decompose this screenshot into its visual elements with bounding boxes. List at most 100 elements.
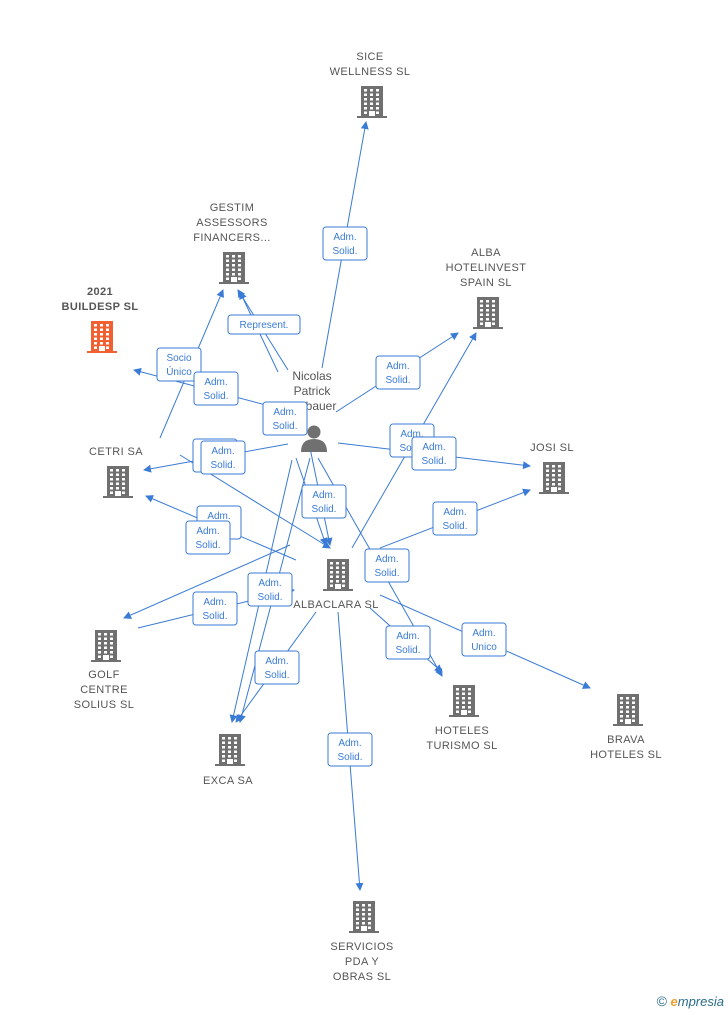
company-label-buildesp[interactable]: BUILDESP SL [62,301,139,313]
edge-label-text: Adm. [273,407,296,418]
edge-label-e18[interactable]: Adm. Solid. [385,625,431,660]
edge-label-text: Adm. [443,507,466,518]
gestim-building-icon[interactable] [219,252,249,284]
edge-label-text: Adm. [338,738,361,749]
cetri-building-icon[interactable] [103,466,133,498]
company-label-servicios[interactable]: SERVICIOS [330,941,393,953]
person-icon[interactable] [301,425,327,453]
edge-label-text: Solid. [257,592,282,603]
edge-label-text: Adm. [396,631,419,642]
servicios-building-icon[interactable] [349,901,379,933]
copyright-symbol: © [656,993,667,1009]
company-label-brava[interactable]: HOTELES SL [590,749,662,761]
company-label-cetri[interactable]: CETRI SA [89,446,143,458]
edge-label-text: Adm. [207,511,230,522]
edge-label-e4[interactable]: Adm. Solid. [193,371,239,406]
company-label-gestim[interactable]: GESTIM [210,202,255,214]
edge-label-text: Solid. [337,752,362,763]
edge-label-text: Único [166,365,192,378]
edge-label-text: Adm. [196,526,219,537]
edge-label-text: Solid. [195,540,220,551]
edge-label-e14[interactable]: Adm. Solid. [185,520,231,555]
person-name-line: Nicolas [292,369,331,383]
alba-building-icon[interactable] [473,297,503,329]
edge-label-text: Adm. [203,597,226,608]
edge-label-text: Solid. [442,521,467,532]
edge-label-e12[interactable]: Adm. Solid. [432,501,478,536]
edge-label-text: Solid. [264,670,289,681]
edge-label-text: Adm. [204,377,227,388]
buildesp-building-icon[interactable] [87,321,117,353]
edge-label-text: Solid. [374,568,399,579]
edge-label-text: Adm. [422,442,445,453]
edge-label-text: Adm. [472,628,495,639]
edge-label-text: Solid. [332,246,357,257]
company-label-alba[interactable]: HOTELINVEST [446,262,527,274]
company-label-alba[interactable]: ALBA [471,247,501,259]
edge-label-text: Adm. [400,429,423,440]
edge-label-text: Adm. [333,232,356,243]
josi-building-icon[interactable] [539,462,569,494]
edge-label-e10[interactable]: Adm. Solid. [411,436,457,471]
brand-logo-text: mpresia [677,994,724,1009]
edge-label-text: Solid. [272,421,297,432]
edge-label-e16[interactable]: Adm. Solid. [247,572,293,607]
company-label-gestim[interactable]: FINANCERS... [193,232,271,244]
edge-label-text: Solid. [421,456,446,467]
edge-label-text: Solid. [385,375,410,386]
edge-label-e6[interactable]: Adm. Solid. [262,401,308,436]
person-name-line: Patrick [294,384,332,398]
edge-label-text: Socio [166,353,191,364]
edge-label-text: Solid. [202,611,227,622]
edge-label-text: Adm. [312,490,335,501]
exca-building-icon[interactable] [215,734,245,766]
edge-label-e17[interactable]: Adm. Solid. [192,591,238,626]
edge-label-e5[interactable]: Adm.Solid. [375,355,421,390]
edge-label-text: Represent. [240,320,289,331]
edge-label-e11[interactable]: Adm. Solid. [301,484,347,519]
company-label-golf[interactable]: SOLIUS SL [74,699,134,711]
edge-label-text: Solid. [311,504,336,515]
company-label-josi[interactable]: JOSI SL [530,442,574,454]
company-label-exca[interactable]: EXCA SA [203,775,253,787]
albaclara-building-icon[interactable] [323,559,353,591]
company-label-alba[interactable]: SPAIN SL [460,277,512,289]
company-label-hoteles[interactable]: HOTELES [435,725,489,737]
brava-building-icon[interactable] [613,694,643,726]
edge-line-14 [123,544,291,619]
edge-label-text: Adm. [258,578,281,589]
company-label-golf[interactable]: CENTRE [80,684,128,696]
company-label-brava[interactable]: BRAVA [607,734,645,746]
brand-logo-initial: e [670,994,678,1009]
edge-label-e15[interactable]: Adm. Solid. [364,548,410,583]
company-label-gestim[interactable]: ASSESSORS [196,217,267,229]
edge-label-layer: Adm.Solid.Represent.SocioÚnicoAdm.Solid.… [156,226,507,767]
company-label-sice[interactable]: WELLNESS SL [330,66,411,78]
sice-building-icon[interactable] [357,86,387,118]
edge-label-text: Unico [471,642,497,653]
edge-label-text: Solid. [395,645,420,656]
edge-label-text: Adm. [265,656,288,667]
edge-label-e20[interactable]: Adm. Unico [461,622,507,657]
edge-label-text: Adm. [375,554,398,565]
company-label-sice[interactable]: SICE [356,51,383,63]
edge-label-e21[interactable]: Adm. Solid. [327,732,373,767]
edge-label-e8[interactable]: Adm.Solid. [200,440,246,475]
company-label-albaclara[interactable]: ALBACLARA SL [293,599,379,611]
edge-label-text: Adm. [211,446,234,457]
edge-label-e1[interactable]: Adm. Solid. [322,226,368,261]
company-label-hoteles[interactable]: TURISMO SL [426,740,497,752]
company-label-buildesp[interactable]: 2021 [87,286,113,298]
brand-footer: © empresia [657,993,724,1009]
edge-label-e19[interactable]: Adm. Solid. [254,650,300,685]
golf-building-icon[interactable] [91,630,121,662]
company-label-servicios[interactable]: OBRAS SL [333,971,391,983]
edge-label-e2[interactable]: Represent. [227,314,301,335]
company-label-servicios[interactable]: PDA Y [345,956,379,968]
hoteles-building-icon[interactable] [449,685,479,717]
company-label-golf[interactable]: GOLF [88,669,120,681]
edge-label-text: Solid. [203,391,228,402]
